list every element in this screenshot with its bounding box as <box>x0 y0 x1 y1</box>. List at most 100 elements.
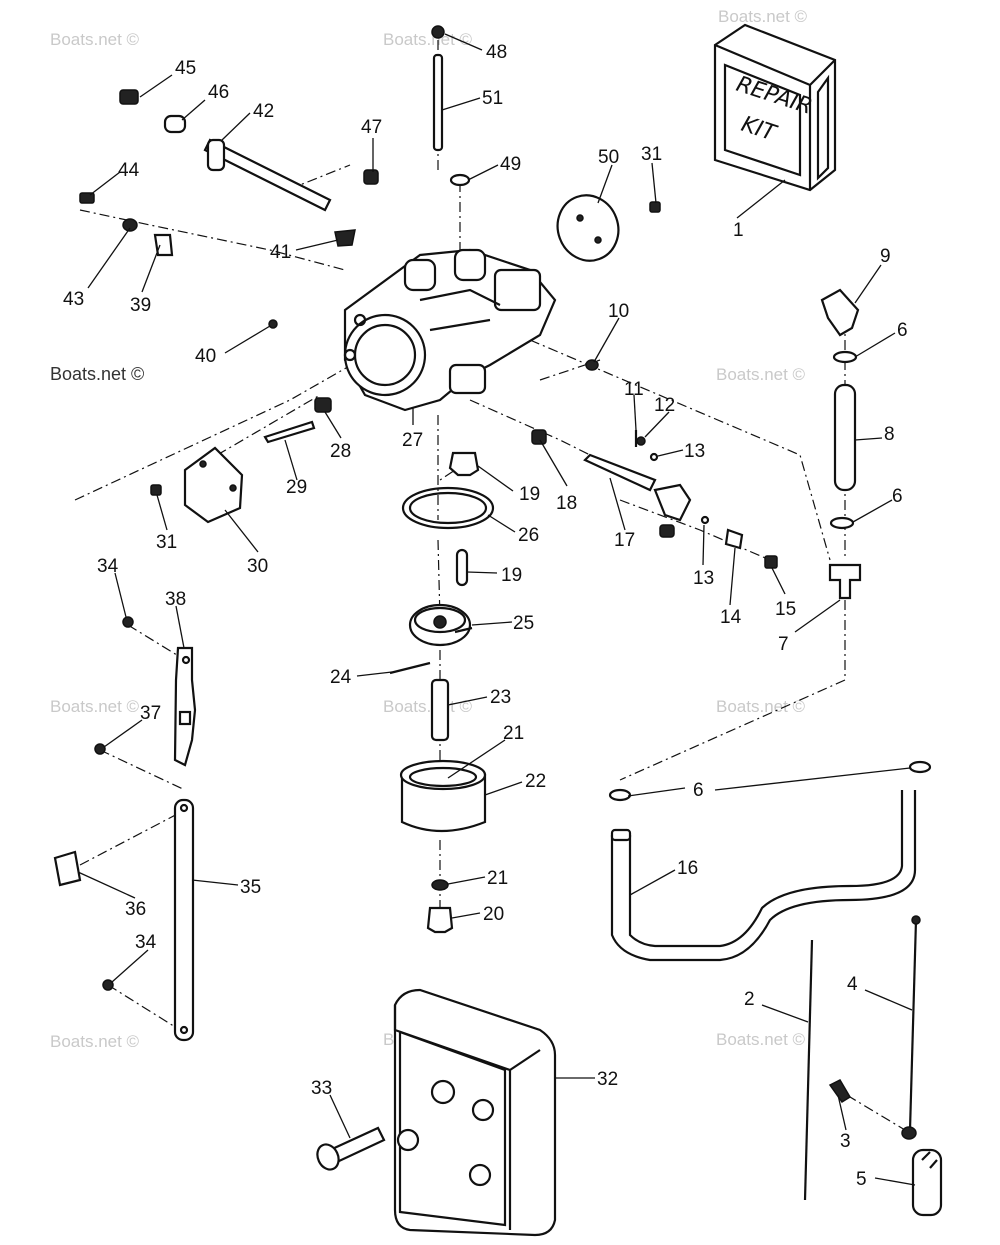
part-48-ball <box>431 25 445 39</box>
callout-7[interactable]: 7 <box>778 634 789 655</box>
callout-35[interactable]: 35 <box>240 877 261 898</box>
part-39-clip <box>153 233 174 257</box>
callout-11[interactable]: 11 <box>624 379 644 400</box>
callout-29[interactable]: 29 <box>286 477 307 498</box>
part-38-bracket <box>173 646 197 767</box>
part-30-plate <box>183 446 244 524</box>
callout-40[interactable]: 40 <box>195 346 216 367</box>
callout-39[interactable]: 39 <box>130 295 151 316</box>
callout-20[interactable]: 20 <box>483 904 504 925</box>
part-7-tee <box>828 563 862 600</box>
part-25-float <box>408 603 473 647</box>
callout-47[interactable]: 47 <box>361 117 382 138</box>
callout-25[interactable]: 25 <box>513 613 534 634</box>
part-36-plate <box>53 850 82 887</box>
callout-19[interactable]: 19 <box>501 565 522 586</box>
callout-24[interactable]: 24 <box>330 667 352 688</box>
watermark-text: Boats.net © <box>716 365 806 384</box>
part-4-rod <box>908 919 918 1131</box>
part-8-hose <box>833 383 857 492</box>
part-26-gasket <box>401 486 495 530</box>
callout-50[interactable]: 50 <box>598 147 619 168</box>
callout-28[interactable]: 28 <box>330 441 351 462</box>
callout-8[interactable]: 8 <box>884 424 895 445</box>
callout-18[interactable]: 18 <box>556 493 577 514</box>
part-17-choke-lever <box>583 453 692 538</box>
callout-30[interactable]: 30 <box>247 556 268 577</box>
callout-3[interactable]: 3 <box>840 1131 851 1152</box>
part-21-washer <box>431 879 449 891</box>
callout-38[interactable]: 38 <box>165 589 186 610</box>
callout-34[interactable]: 34 <box>97 556 119 577</box>
part-37-screw <box>94 743 106 755</box>
callout-21[interactable]: 21 <box>487 868 508 889</box>
callout-17[interactable]: 17 <box>614 530 635 551</box>
part-45-cap <box>119 89 139 105</box>
part-16-hose <box>610 790 917 962</box>
watermark-text: Boats.net © <box>383 697 473 716</box>
callout-43[interactable]: 43 <box>63 289 84 310</box>
callout-13[interactable]: 13 <box>693 568 714 589</box>
callout-23[interactable]: 23 <box>490 687 511 708</box>
callout-51[interactable]: 51 <box>482 88 503 109</box>
callout-labels: 45 46 42 44 43 39 47 41 40 48 51 49 50 3… <box>63 42 908 1190</box>
callout-36[interactable]: 36 <box>125 899 146 920</box>
callout-5[interactable]: 5 <box>856 1169 867 1190</box>
part-15-screw <box>764 555 778 569</box>
part-40-screw <box>268 319 278 329</box>
part-23-jet <box>430 678 450 742</box>
callout-6[interactable]: 6 <box>693 780 704 801</box>
callout-4[interactable]: 4 <box>847 974 858 995</box>
callout-48[interactable]: 48 <box>486 42 507 63</box>
callout-22[interactable]: 22 <box>525 771 546 792</box>
watermark-text: Boats.net © <box>50 697 140 716</box>
watermark-text: Boats.net © <box>50 1032 140 1051</box>
callout-46[interactable]: 46 <box>208 82 229 103</box>
part-6-clamp <box>608 788 632 802</box>
callout-16[interactable]: 16 <box>677 858 698 879</box>
callout-31[interactable]: 31 <box>156 532 177 553</box>
part-42-lever <box>206 138 226 172</box>
part-13-clip <box>700 515 710 525</box>
callout-14[interactable]: 14 <box>720 607 742 628</box>
part-19-oring <box>455 548 469 587</box>
callout-34[interactable]: 34 <box>135 932 157 953</box>
callout-6[interactable]: 6 <box>892 486 903 507</box>
callout-10[interactable]: 10 <box>608 301 629 322</box>
part-41-spring <box>334 229 356 247</box>
callout-15[interactable]: 15 <box>775 599 796 620</box>
watermark-text: Boats.net © <box>50 30 140 49</box>
callout-13[interactable]: 13 <box>684 441 705 462</box>
watermark-text: Boats.net © <box>716 697 806 716</box>
callout-32[interactable]: 32 <box>597 1069 618 1090</box>
part-31-screw <box>150 484 162 496</box>
part-51-needle <box>432 53 444 152</box>
callout-49[interactable]: 49 <box>500 154 521 175</box>
callout-9[interactable]: 9 <box>880 246 891 267</box>
part-46-bushing <box>163 114 187 134</box>
callout-12[interactable]: 12 <box>654 395 675 416</box>
callout-41[interactable]: 41 <box>270 242 291 263</box>
callout-26[interactable]: 26 <box>518 525 539 546</box>
callout-37[interactable]: 37 <box>140 703 161 724</box>
part-34-nut <box>122 616 134 628</box>
callout-44[interactable]: 44 <box>118 160 140 181</box>
part-24-pin <box>389 661 431 675</box>
callout-19[interactable]: 19 <box>519 484 540 505</box>
watermark-text: Boats.net © <box>50 364 144 384</box>
callout-2[interactable]: 2 <box>744 989 755 1010</box>
part-27-carburetor-body <box>343 248 557 412</box>
callout-21[interactable]: 21 <box>503 723 524 744</box>
callout-1[interactable]: 1 <box>733 220 744 241</box>
part-43-washer <box>122 218 138 232</box>
callout-33[interactable]: 33 <box>311 1078 332 1099</box>
callout-27[interactable]: 27 <box>402 430 423 451</box>
callout-42[interactable]: 42 <box>253 101 274 122</box>
callout-45[interactable]: 45 <box>175 58 196 79</box>
part-14-fitting <box>724 528 744 550</box>
part-34-nut <box>102 979 114 991</box>
callout-6[interactable]: 6 <box>897 320 908 341</box>
callout-31[interactable]: 31 <box>641 144 662 165</box>
part-49-clip <box>449 173 471 187</box>
